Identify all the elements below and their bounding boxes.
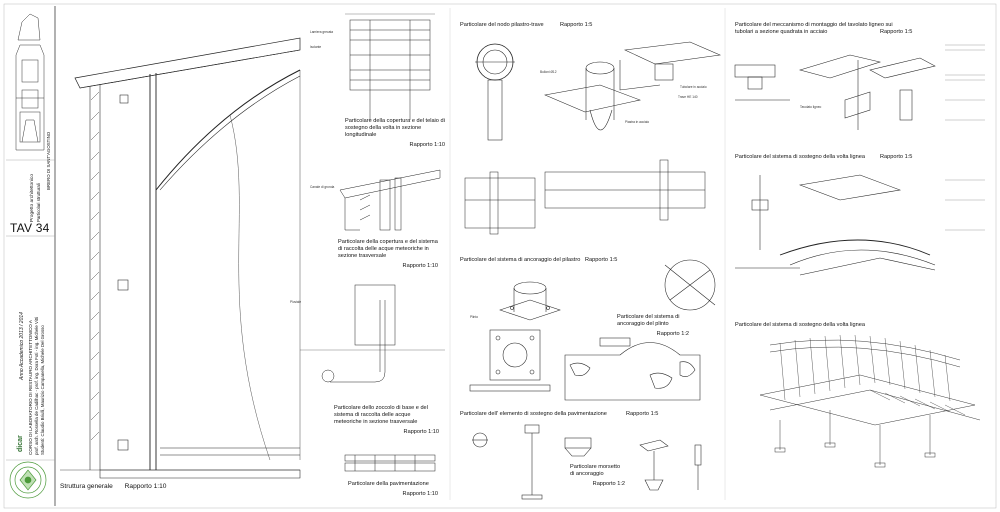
general-structure-section [60, 37, 301, 479]
course-line: CORSO DI LABORATORIO DI RESTAURO ARCHITE… [28, 320, 33, 455]
mounting-title: Particolare del meccanismo di montaggio … [735, 22, 893, 35]
plinth-detail [300, 284, 445, 383]
label-gutter: Canale di gronda [310, 185, 335, 189]
floor-support-ratio: Rapporto 1:5 [626, 411, 659, 417]
plinth-anchorage-detail [564, 259, 716, 401]
roof-longitudinal-detail [345, 13, 435, 120]
anchor-title: Particolare del sistema di ancoraggio de… [460, 257, 581, 263]
vault-support-title: Particolare del sistema di sostegno dell… [735, 154, 865, 160]
plinth-anchor-caption: Particolare del sistema di ancoraggio de… [617, 314, 689, 337]
mounting-mechanism-detail [734, 54, 936, 130]
students-line: Studenti: Claudio Briulli, Maurizio Camp… [40, 325, 45, 455]
label-wood-board: Tavolato ligneo [800, 105, 822, 109]
facade-sketch [15, 13, 45, 151]
academic-year: Anno Accademico 2013 / 2014 [19, 312, 25, 380]
label-plinth: Plinto [470, 315, 478, 319]
project-subtitle: Particolari strutturali [36, 183, 41, 222]
roof-transverse-detail [339, 169, 441, 231]
node-elevations [464, 159, 706, 235]
school-logo-text: dicar [17, 435, 24, 452]
sheet-number: TAV 34 [10, 221, 50, 235]
vault-support-2-title: Particolare del sistema di sostegno dell… [735, 322, 865, 328]
label-steel-plate: Piastra in acciaio [625, 120, 650, 124]
legend-lines [945, 44, 985, 231]
vault-slats [779, 334, 966, 416]
vault-isometric [759, 339, 981, 468]
label-beam: Trave HE 140 [678, 95, 698, 99]
university-seal [9, 461, 47, 499]
professors-line: prof. arch. Rossella de Cadilhac - prof.… [34, 316, 39, 455]
church-name: BRERO DI SANT'AGOSTINO [46, 131, 51, 190]
label-insulation: Isolante [310, 45, 322, 49]
project-title: Progetto architettonico [30, 174, 35, 222]
wall-hatch [90, 91, 100, 441]
mounting-ratio: Rapporto 1:5 [880, 29, 913, 35]
node-title: Particolare del nodo pilastro-trave [460, 22, 544, 28]
floor-support-detail [472, 424, 702, 500]
general-structure-caption: Struttura generale Rapporto 1:10 [60, 483, 176, 490]
floor-detail [344, 454, 436, 472]
label-downpipe: Pluviale [290, 300, 302, 304]
vault-support-ratio: Rapporto 1:5 [880, 154, 913, 160]
roof-long-caption: Particolare della copertura e del telaio… [345, 118, 445, 148]
label-metal-deck: Lamiera grecata [310, 30, 334, 34]
label-bolts: Bulloni Ø12 [540, 70, 557, 74]
roof-trans-caption: Particolare della copertura e del sistem… [338, 239, 438, 269]
general-title: Struttura generale [60, 483, 113, 490]
floor-support-title: Particolare dell' elemento di sostegno d… [460, 411, 607, 417]
pillar-anchorage-detail [469, 281, 561, 392]
label-tube: Tubolare in acciaio [680, 85, 707, 89]
vault-support-detail [735, 174, 936, 276]
floor-caption: Particolare della pavimentazione Rapport… [348, 481, 438, 497]
node-pillar-beam-detail [475, 41, 722, 141]
node-ratio: Rapporto 1:5 [560, 22, 593, 28]
plinth-caption: Particolare dello zoccolo di base e del … [334, 405, 439, 435]
general-ratio: Rapporto 1:10 [124, 483, 167, 490]
anchor-ratio: Rapporto 1:5 [585, 257, 618, 263]
clamp-caption: Particolare morsetto di ancoraggio Rappo… [570, 464, 625, 487]
